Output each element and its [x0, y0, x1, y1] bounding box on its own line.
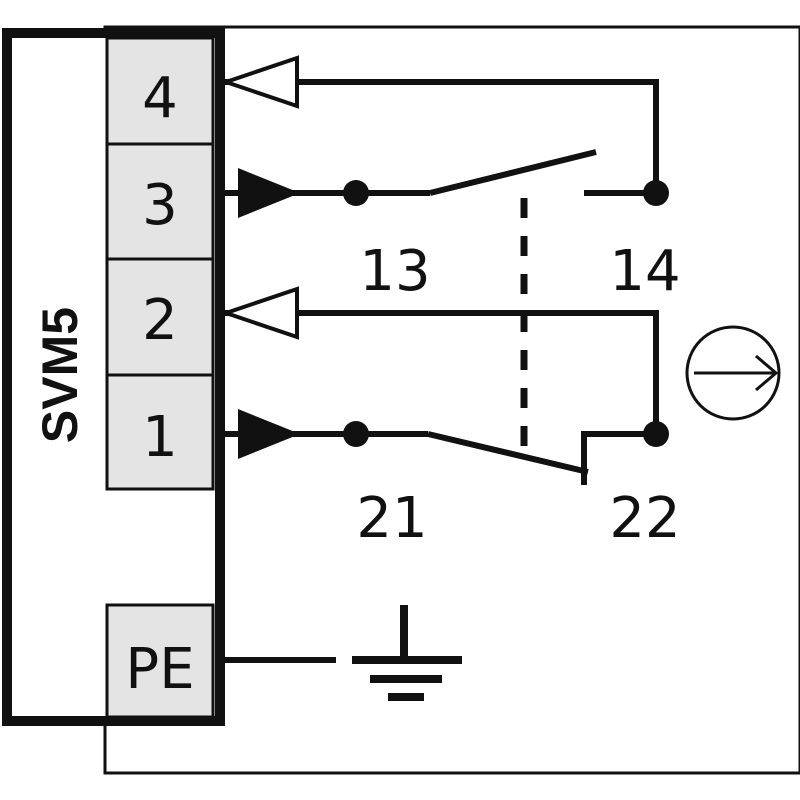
contact-label-14: 14	[609, 239, 680, 304]
terminal-block-pe: PE	[105, 603, 215, 719]
wire-terminal-2	[222, 310, 659, 434]
terminal-block-3: 3	[105, 142, 215, 261]
terminal-block-4: 4	[105, 36, 215, 146]
terminal-block-1: 1	[105, 373, 215, 491]
hollow-arrow-icon	[219, 286, 299, 340]
filled-arrow-icon	[238, 409, 300, 459]
filled-arrow-icon	[238, 168, 300, 218]
contact-terminal-14-dot	[643, 180, 669, 206]
contact-terminal-22-dot	[643, 421, 669, 447]
device-label: SVM5	[32, 307, 88, 443]
terminal-label-4: 4	[142, 66, 178, 131]
terminal-label-2: 2	[142, 288, 178, 353]
contact-label-22: 22	[609, 486, 680, 551]
hollow-arrow-icon	[219, 55, 299, 109]
nc-contact-switch	[427, 431, 656, 485]
terminal-label-3: 3	[142, 173, 178, 238]
ground-icon	[352, 605, 462, 701]
contact-terminal-21-dot	[343, 421, 369, 447]
contact-label-21: 21	[356, 486, 427, 551]
terminal-block-2: 2	[105, 257, 215, 377]
no-contact-switch	[429, 149, 656, 196]
terminal-label-1: 1	[142, 405, 178, 470]
positive-opening-icon	[685, 325, 781, 421]
wire-terminal-4	[222, 79, 659, 193]
terminal-label-pe: PE	[125, 637, 194, 702]
contact-terminal-13-dot	[343, 180, 369, 206]
contact-label-13: 13	[359, 239, 430, 304]
